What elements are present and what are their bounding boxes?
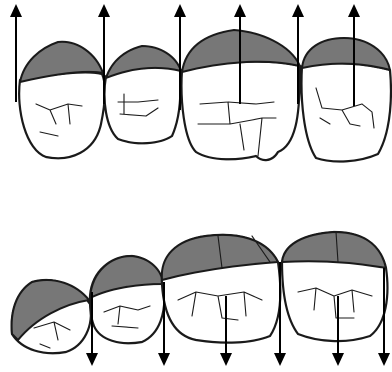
upper-arch	[10, 4, 391, 161]
lower-tooth-3	[162, 235, 281, 343]
lower-tooth-2	[90, 256, 164, 343]
lower-tooth-4	[282, 232, 387, 341]
lower-arch	[12, 232, 390, 366]
upper-tooth-4	[302, 38, 391, 161]
lower-tooth-1	[12, 280, 91, 353]
upper-tooth-2	[105, 46, 182, 143]
upper-tooth-1	[19, 42, 105, 158]
